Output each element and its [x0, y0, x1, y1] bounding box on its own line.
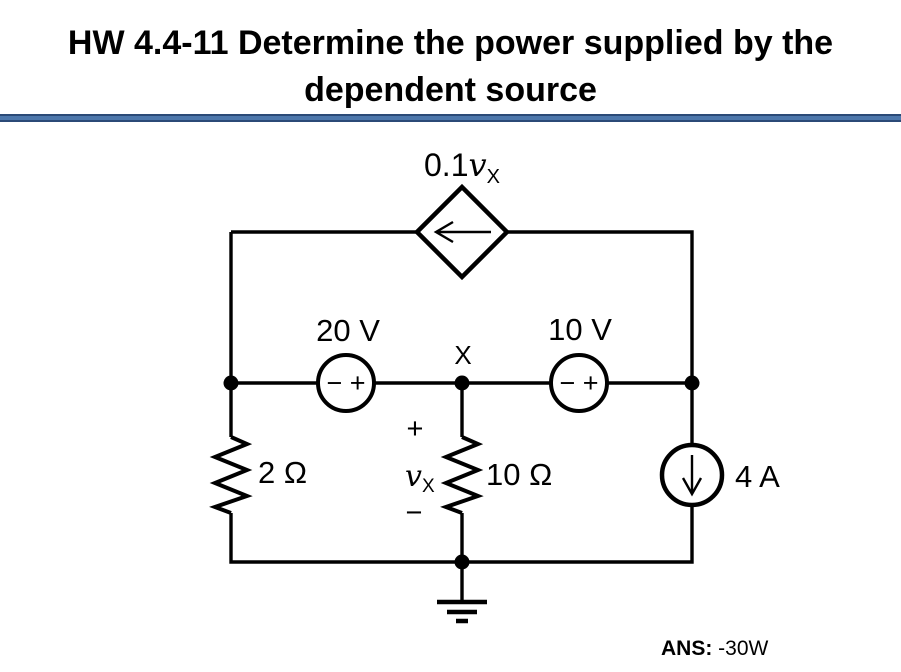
voltage-source-10v-label: 10 V — [548, 312, 612, 347]
dependent-source-subscript: X — [487, 166, 500, 188]
title-line-1: HW 4.4-11 Determine the power supplied b… — [67, 24, 834, 62]
vx-label: vX — [405, 459, 435, 497]
answer-label: ANS: — [661, 637, 713, 660]
node-dot-x — [454, 375, 470, 391]
resistor-10ohm — [440, 435, 484, 515]
voltage-source-10v — [549, 353, 609, 413]
down-arrow-icon — [681, 455, 703, 497]
resistor-2ohm — [209, 435, 253, 515]
dependent-source-label: 0.1vX — [424, 146, 500, 188]
resistor-2ohm-label: 2 Ω — [258, 455, 307, 490]
answer-value: -30W — [712, 637, 769, 660]
current-source-4a-label: 4 A — [735, 459, 780, 494]
vx-plus-sign: + — [407, 413, 424, 445]
vx-subscript: X — [422, 476, 435, 497]
answer: ANS: -30W — [661, 637, 768, 661]
node-x-label: X — [454, 340, 471, 370]
voltage-source-20v — [316, 353, 376, 413]
node-dot-right — [684, 375, 700, 391]
voltage-source-20v-label: 20 V — [316, 313, 380, 348]
page-title: HW 4.4-11 Determine the power supplied b… — [0, 20, 901, 114]
resistor-10ohm-label: 10 Ω — [486, 457, 552, 492]
node-dot-bottom — [454, 554, 470, 570]
voltage-source-10v-polarity: − + — [559, 368, 598, 398]
title-divider — [0, 114, 901, 122]
voltage-source-20v-polarity: − + — [326, 368, 365, 398]
dependent-source-coefficient: 0.1 — [424, 147, 468, 183]
vx-minus-sign: − — [406, 497, 423, 529]
title-line-2: dependent source — [304, 71, 597, 109]
vx-variable: v — [405, 459, 422, 494]
left-arrow-icon — [433, 220, 491, 244]
dependent-source-variable: v — [468, 146, 486, 184]
node-dot-left — [223, 375, 239, 391]
ground-icon — [437, 599, 487, 624]
outer-wires — [229, 230, 694, 564]
